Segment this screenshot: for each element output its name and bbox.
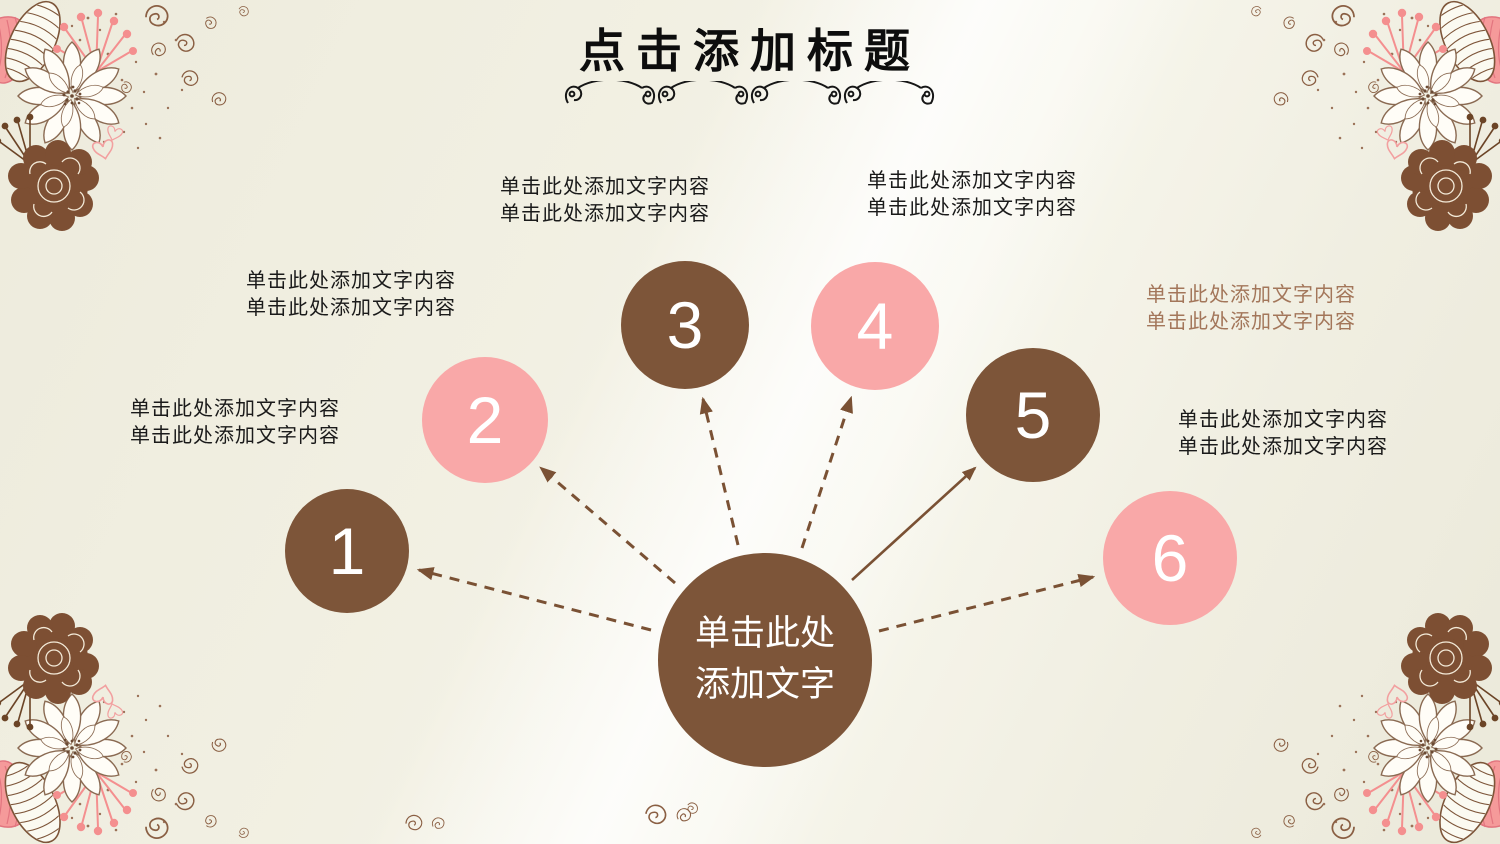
step-label-line: 单击此处添加文字内容 [500, 176, 710, 198]
step-label-line: 单击此处添加文字内容 [1146, 311, 1356, 333]
step-number: 3 [666, 288, 704, 362]
step-label-line: 单击此处添加文字内容 [1178, 409, 1388, 431]
step-label-3[interactable]: 单击此处添加文字内容 单击此处添加文字内容 [468, 174, 742, 228]
step-circle-1[interactable]: 1 [285, 489, 409, 613]
center-circle-text: 单击此处 添加文字 [695, 609, 835, 711]
step-label-line: 单击此处添加文字内容 [867, 197, 1077, 219]
step-label-line: 单击此处添加文字内容 [246, 270, 456, 292]
center-circle-placeholder[interactable]: 单击此处 添加文字 [658, 553, 872, 767]
step-number: 1 [328, 514, 366, 588]
step-label-6[interactable]: 单击此处添加文字内容 单击此处添加文字内容 [1146, 407, 1420, 461]
step-label-5[interactable]: 单击此处添加文字内容 单击此处添加文字内容 [1114, 282, 1388, 336]
step-circle-6[interactable]: 6 [1103, 491, 1237, 625]
step-label-line: 单击此处添加文字内容 [500, 203, 710, 225]
step-label-2[interactable]: 单击此处添加文字内容 单击此处添加文字内容 [214, 268, 488, 322]
step-number: 6 [1151, 521, 1189, 595]
step-label-line: 单击此处添加文字内容 [867, 170, 1077, 192]
step-label-line: 单击此处添加文字内容 [130, 425, 340, 447]
step-circle-3[interactable]: 3 [621, 261, 749, 389]
step-circle-5[interactable]: 5 [966, 348, 1100, 482]
step-label-line: 单击此处添加文字内容 [246, 297, 456, 319]
step-number: 5 [1014, 378, 1052, 452]
step-number: 4 [856, 289, 894, 363]
step-circle-2[interactable]: 2 [422, 357, 548, 483]
step-label-line: 单击此处添加文字内容 [1178, 436, 1388, 458]
step-label-1[interactable]: 单击此处添加文字内容 单击此处添加文字内容 [98, 396, 372, 450]
step-circle-4[interactable]: 4 [811, 262, 939, 390]
flourish-divider-icon [564, 81, 935, 105]
page-title[interactable]: 点击添加标题 [579, 25, 921, 77]
title-block: 点击添加标题 [0, 24, 1500, 111]
step-label-line: 单击此处添加文字内容 [130, 398, 340, 420]
step-label-4[interactable]: 单击此处添加文字内容 单击此处添加文字内容 [835, 168, 1109, 222]
center-circle-text-line2: 添加文字 [694, 665, 835, 704]
step-label-line: 单击此处添加文字内容 [1146, 284, 1356, 306]
step-number: 2 [466, 383, 504, 457]
center-circle-text-line1: 单击此处 [694, 614, 835, 654]
